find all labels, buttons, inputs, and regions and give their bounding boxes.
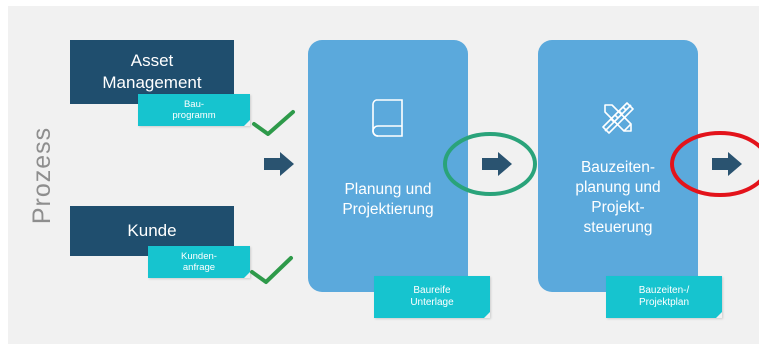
arrow-right-icon bbox=[482, 152, 512, 176]
kundenanfrage-tag: Kunden- anfrage bbox=[148, 246, 250, 278]
kunde-box-label: Kunde bbox=[127, 221, 177, 240]
projektplan-tag: Bauzeiten-/ Projektplan bbox=[606, 276, 722, 318]
process-side-label: Prozess bbox=[8, 6, 78, 344]
side-label-text: Prozess bbox=[28, 126, 57, 224]
baureife-tag-line2: Unterlage bbox=[410, 297, 454, 308]
arrow-right-icon bbox=[264, 152, 294, 176]
arrow-right-icon bbox=[712, 152, 742, 176]
planung-panel: Planung und Projektierung bbox=[308, 40, 468, 292]
bauprogramm-tag: Bau- programm bbox=[138, 94, 250, 126]
baureife-tag-line1: Baureife bbox=[413, 285, 451, 296]
bauzeiten-panel-line4: steuerung bbox=[583, 219, 653, 236]
process-diagram: Prozess Asset Management Bau- programm K… bbox=[8, 6, 759, 344]
bauzeiten-panel-line1: Bauzeiten- bbox=[580, 159, 656, 176]
kundenanfrage-tag-line1: Kunden- bbox=[181, 251, 217, 262]
projektplan-tag-line2: Projektplan bbox=[638, 297, 690, 308]
pencil-ruler-icon bbox=[602, 102, 634, 134]
bauprogramm-tag-line1: Bau- bbox=[183, 99, 205, 110]
planung-panel-line2: Projektierung bbox=[342, 201, 434, 218]
asset-box-line2: Management bbox=[102, 73, 202, 92]
bauzeiten-panel-line2: planung und bbox=[575, 179, 661, 196]
baureife-unterlage-tag: Baureife Unterlage bbox=[374, 276, 490, 318]
bauzeiten-panel: Bauzeiten- planung und Projekt- steuerun… bbox=[538, 40, 698, 292]
bauprogramm-tag-line2: programm bbox=[172, 110, 216, 121]
kundenanfrage-tag-line2: anfrage bbox=[182, 262, 216, 273]
asset-box-line1: Asset bbox=[130, 51, 174, 70]
book-icon bbox=[372, 99, 403, 137]
checkmark-icon bbox=[250, 256, 293, 284]
planung-panel-line1: Planung und bbox=[344, 181, 432, 198]
checkmark-icon bbox=[252, 110, 295, 136]
projektplan-tag-line1: Bauzeiten-/ bbox=[638, 285, 690, 296]
bauzeiten-panel-line3: Projekt- bbox=[591, 199, 645, 216]
asset-management-box: Asset Management bbox=[70, 40, 234, 104]
